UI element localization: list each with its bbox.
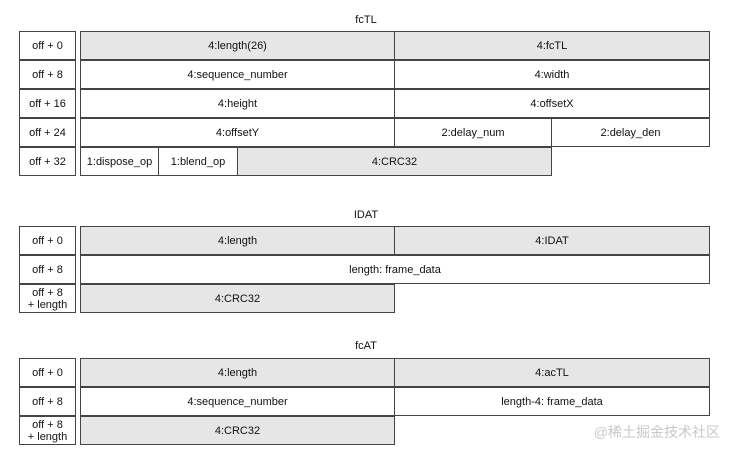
- watermark: @稀土掘金技术社区: [593, 424, 720, 440]
- fctl-sequence-number-field: 4:sequence_number: [80, 60, 395, 89]
- fctl-width-field: 4:width: [394, 60, 710, 89]
- idat-offset-8-length: off + 8 + length: [19, 284, 76, 313]
- idat-offset-line-2: + length: [27, 298, 68, 311]
- fctl-delay-num-field: 2:delay_num: [394, 118, 552, 147]
- fctl-crc-field: 4:CRC32: [237, 147, 552, 176]
- fcat-frame-data-field: length-4: frame_data: [394, 387, 710, 416]
- fcat-type-field: 4:acTL: [394, 358, 710, 387]
- idat-offset-0: off + 0: [19, 226, 76, 255]
- idat-length-field: 4:length: [80, 226, 395, 255]
- fcat-offset-8: off + 8: [19, 387, 76, 416]
- fcat-sequence-number-field: 4:sequence_number: [80, 387, 395, 416]
- fcat-offset-0: off + 0: [19, 358, 76, 387]
- fcat-length-field: 4:length: [80, 358, 395, 387]
- fctl-title: fcTL: [355, 14, 377, 26]
- fctl-length-field: 4:length(26): [80, 31, 395, 60]
- fcat-offset-line-1: off + 8: [32, 418, 63, 431]
- fctl-offset-8: off + 8: [19, 60, 76, 89]
- fctl-offsety-field: 4:offsetY: [80, 118, 395, 147]
- idat-offset-line-1: off + 8: [32, 286, 63, 299]
- idat-type-field: 4:IDAT: [394, 226, 710, 255]
- fctl-offset-24: off + 24: [19, 118, 76, 147]
- fctl-height-field: 4:height: [80, 89, 395, 118]
- fctl-offset-0: off + 0: [19, 31, 76, 60]
- fctl-delay-den-field: 2:delay_den: [551, 118, 710, 147]
- fctl-offset-16: off + 16: [19, 89, 76, 118]
- idat-crc-field: 4:CRC32: [80, 284, 395, 313]
- fctl-offsetx-field: 4:offsetX: [394, 89, 710, 118]
- idat-frame-data-field: length: frame_data: [80, 255, 710, 284]
- fctl-dispose-op-field: 1:dispose_op: [80, 147, 159, 176]
- fcat-offset-line-2: + length: [27, 430, 68, 443]
- fcat-crc-field: 4:CRC32: [80, 416, 395, 445]
- idat-offset-8: off + 8: [19, 255, 76, 284]
- fctl-type-field: 4:fcTL: [394, 31, 710, 60]
- fcat-offset-8-length: off + 8 + length: [19, 416, 76, 445]
- idat-title: IDAT: [353, 209, 379, 221]
- fctl-offset-32: off + 32: [19, 147, 76, 176]
- fctl-blend-op-field: 1:blend_op: [158, 147, 238, 176]
- fcat-title: fcAT: [355, 340, 377, 352]
